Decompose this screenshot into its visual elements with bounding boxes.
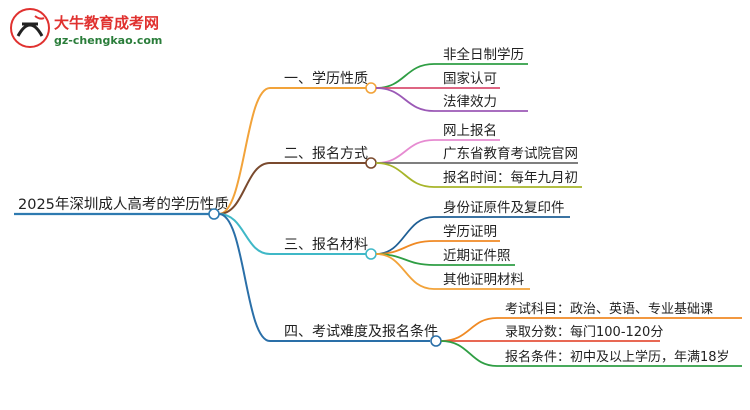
branch-2-leaf-3: 报名时间：每年九月初 <box>443 169 578 186</box>
branch-2-node[interactable] <box>365 157 377 169</box>
branch-4-leaf-1: 考试科目：政治、英语、专业基础课 <box>505 302 713 317</box>
branch-3-leaf-4: 其他证明材料 <box>443 272 524 288</box>
branch-2-leaf-3-connector <box>375 162 435 188</box>
branch-4-leaf-2: 录取分数：每门100-120分 <box>505 324 663 340</box>
branch-1-leaf-3-connector <box>375 87 435 112</box>
branch-4-leaf-3: 报名条件：初中及以上学历，年满18岁 <box>505 349 730 365</box>
root-to-branch-2-connector <box>218 162 271 215</box>
logo-url: gz-chengkao.com <box>54 34 163 47</box>
branch-3-leaf-1: 身份证原件及复印件 <box>443 199 565 216</box>
branch-3-label: 三、报名材料 <box>284 237 368 253</box>
branch-1-node[interactable] <box>365 82 377 94</box>
branch-3-node[interactable] <box>365 248 377 260</box>
branch-2-leaf-1: 网上报名 <box>443 123 497 139</box>
branch-4-leaf-1-connector <box>440 317 498 342</box>
branch-3-leaf-4-connector <box>375 253 435 290</box>
branch-1-leaf-2: 国家认可 <box>443 70 497 87</box>
logo-mark-icon <box>10 8 50 48</box>
root-node[interactable] <box>208 208 220 220</box>
branch-1[interactable]: 一、学历性质 <box>270 71 377 94</box>
site-logo[interactable]: 大牛教育成考网 gz-chengkao.com <box>8 6 178 56</box>
logo-title: 大牛教育成考网 <box>54 14 160 32</box>
root-label: 2025年深圳成人高考的学历性质 <box>18 196 229 213</box>
branch-1-label: 一、学历性质 <box>284 71 368 87</box>
branch-4-node[interactable] <box>430 335 442 347</box>
branch-4[interactable]: 四、考试难度及报名条件 <box>270 323 442 347</box>
branch-4-leaf-3-connector <box>440 340 498 367</box>
branch-1-leaf-1: 非全日制学历 <box>443 46 524 63</box>
branch-2[interactable]: 二、报名方式 <box>270 146 377 169</box>
root-to-branch-3-connector <box>218 213 271 255</box>
branch-2-leaf-2: 广东省教育考试院官网 <box>443 146 578 162</box>
branch-3-leaf-2: 学历证明 <box>443 224 497 240</box>
branch-2-leaf-1-connector <box>375 139 435 164</box>
branch-1-leaf-3: 法律效力 <box>443 94 497 110</box>
branch-3-leaf-3: 近期证件照 <box>443 248 511 264</box>
branch-2-label: 二、报名方式 <box>284 146 368 162</box>
branch-1-leaf-1-connector <box>375 63 435 89</box>
branch-4-label: 四、考试难度及报名条件 <box>284 323 438 340</box>
root-to-branch-1-connector <box>218 87 271 215</box>
root-to-branch-4-connector <box>218 213 271 342</box>
branch-3[interactable]: 三、报名材料 <box>270 237 377 260</box>
